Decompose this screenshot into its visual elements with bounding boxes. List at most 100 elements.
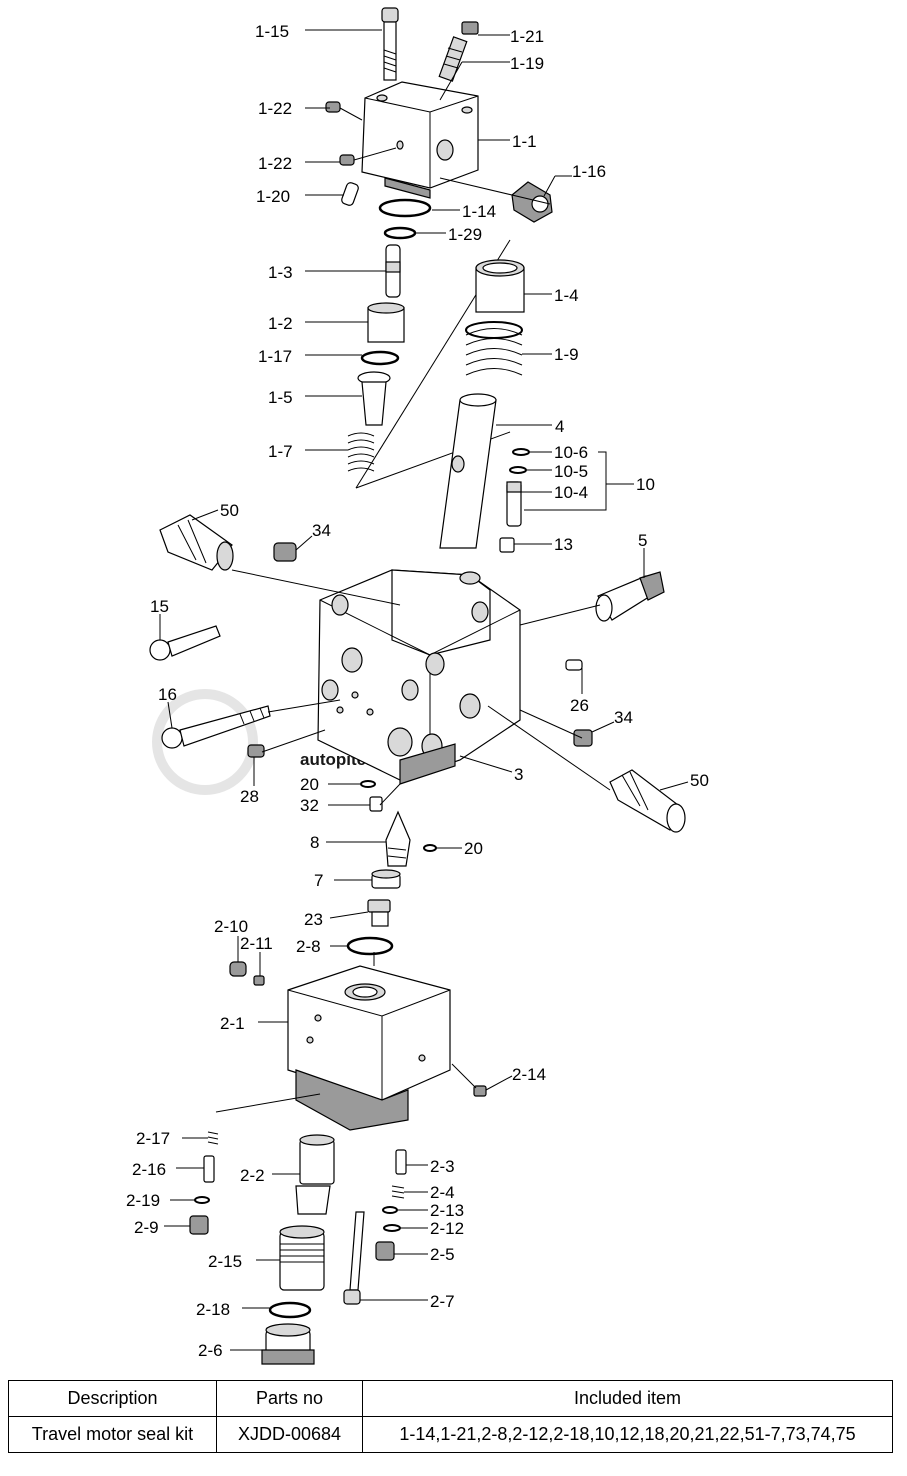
part-1-9-spring	[465, 321, 523, 376]
label-34-right: 34	[614, 708, 633, 727]
part-2-18-ring	[268, 1301, 312, 1319]
label-1-29: 1-29	[448, 225, 482, 244]
label-1-5: 1-5	[268, 388, 293, 407]
label-1-7: 1-7	[268, 442, 293, 461]
part-2-1-valve-block	[287, 965, 451, 1131]
part-34-plug-right	[573, 729, 593, 747]
part-26-pin	[565, 659, 583, 671]
part-4-main-spool	[439, 393, 497, 549]
part-3-valve-body	[317, 569, 521, 785]
label-2-15: 2-15	[208, 1252, 242, 1271]
part-2-8-o-ring	[346, 936, 394, 956]
label-2-6: 2-6	[198, 1341, 223, 1360]
part-15-bolt	[149, 625, 221, 661]
label-10: 10	[636, 475, 655, 494]
part-20-o-ring-a	[360, 780, 376, 788]
part-1-14-o-ring	[378, 198, 432, 218]
part-28-plug	[247, 744, 265, 758]
label-50-left: 50	[220, 501, 239, 520]
part-2-15-sleeve	[279, 1225, 325, 1291]
header-included-item: Included item	[362, 1380, 893, 1417]
exploded-parts-diagram: autopiter.ru	[126, 7, 709, 1365]
label-32: 32	[300, 796, 319, 815]
label-1-16: 1-16	[572, 162, 606, 181]
label-28: 28	[240, 787, 259, 806]
part-2-13-ring	[382, 1206, 398, 1214]
label-2-19: 2-19	[126, 1191, 160, 1210]
part-1-7-spring	[347, 432, 375, 474]
label-7: 7	[314, 871, 323, 890]
part-34-plug-left	[273, 542, 297, 562]
part-2-3-pin	[395, 1149, 407, 1175]
label-1-14: 1-14	[462, 202, 496, 221]
part-1-21-nut	[461, 21, 479, 35]
label-5: 5	[638, 531, 647, 550]
label-1-15: 1-15	[255, 22, 289, 41]
part-labels: 1-15 1-21 1-19 1-22 1-1 1-22 1-16 1-20 1…	[126, 22, 709, 1360]
part-2-5-plug	[375, 1241, 395, 1261]
part-50-fitting-right	[609, 769, 686, 833]
label-1-19: 1-19	[510, 54, 544, 73]
lower-valve-group	[189, 952, 487, 1365]
part-50-fitting-left	[159, 514, 234, 571]
part-2-17-spring	[207, 1131, 219, 1145]
label-16: 16	[158, 685, 177, 704]
part-1-17-ring	[360, 350, 400, 366]
label-1-17: 1-17	[258, 347, 292, 366]
label-13: 13	[554, 535, 573, 554]
part-2-4-spring	[391, 1185, 405, 1199]
part-2-11-plug	[253, 975, 265, 986]
seal-kit-table: Description Parts no Included item Trave…	[8, 1380, 893, 1453]
part-2-14-plug	[473, 1085, 487, 1097]
part-1-15-bolt	[381, 7, 399, 81]
label-1-20: 1-20	[256, 187, 290, 206]
part-20-o-ring-b	[423, 844, 437, 852]
label-1-2: 1-2	[268, 314, 293, 333]
label-3: 3	[514, 765, 523, 784]
label-2-17: 2-17	[136, 1129, 170, 1148]
label-2-1: 2-1	[220, 1014, 245, 1033]
leader-lines	[159, 29, 689, 1351]
part-1-5-poppet	[357, 371, 391, 426]
part-2-2-spool	[295, 1134, 335, 1215]
label-2-8: 2-8	[296, 937, 321, 956]
part-1-1-valve-block	[361, 81, 479, 199]
label-2-11: 2-11	[240, 934, 273, 953]
label-1-4: 1-4	[554, 286, 579, 305]
label-8: 8	[310, 833, 319, 852]
label-15: 15	[150, 597, 169, 616]
part-10-5-ring	[509, 466, 527, 474]
part-2-9-plug	[189, 1215, 209, 1235]
part-1-4-sleeve	[475, 259, 525, 313]
table-row: Travel motor seal kit XJDD-00684 1-14,1-…	[8, 1416, 893, 1453]
label-20-b: 20	[464, 839, 483, 858]
part-1-29-o-ring	[383, 226, 417, 240]
part-5-plug-spool	[595, 571, 665, 622]
label-20-a: 20	[300, 775, 319, 794]
label-2-16: 2-16	[132, 1160, 166, 1179]
part-2-6-cap	[261, 1323, 315, 1365]
label-2-4: 2-4	[430, 1183, 455, 1202]
label-2-7: 2-7	[430, 1292, 455, 1311]
part-7-cap	[371, 869, 401, 889]
part-16-bolt	[161, 705, 271, 749]
part-1-2-sleeve	[367, 302, 405, 343]
label-2-13: 2-13	[430, 1201, 464, 1220]
label-1-9: 1-9	[554, 345, 579, 364]
part-1-16-plug	[511, 181, 553, 223]
cell-included-item: 1-14,1-21,2-8,2-12,2-18,10,12,18,20,21,2…	[362, 1416, 893, 1453]
label-2-12: 2-12	[430, 1219, 464, 1238]
label-26: 26	[570, 696, 589, 715]
part-1-3-spool	[385, 244, 401, 298]
part-13-plug	[499, 537, 515, 553]
label-10-5: 10-5	[554, 462, 588, 481]
part-8-needle	[385, 810, 411, 867]
part-10-6-ring	[512, 448, 530, 456]
label-2-5: 2-5	[430, 1245, 455, 1264]
part-2-12-ring	[383, 1224, 401, 1232]
label-1-22-b: 1-22	[258, 154, 292, 173]
label-2-9: 2-9	[134, 1218, 159, 1237]
label-1-3: 1-3	[268, 263, 293, 282]
cell-parts-no: XJDD-00684	[216, 1416, 363, 1453]
part-32-plug	[369, 796, 383, 812]
